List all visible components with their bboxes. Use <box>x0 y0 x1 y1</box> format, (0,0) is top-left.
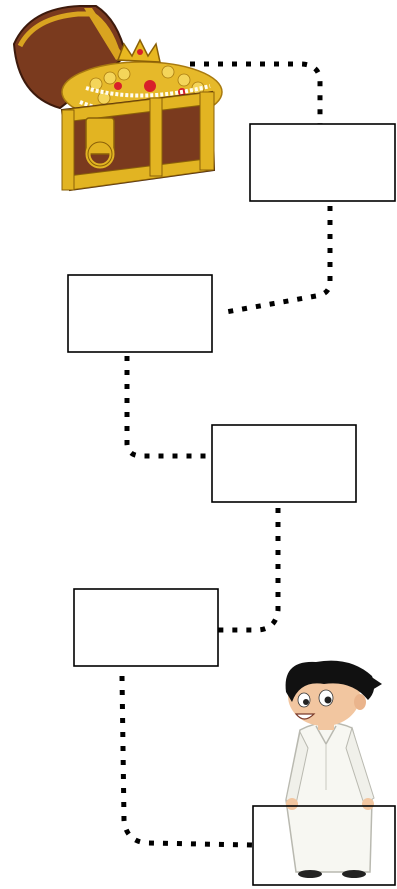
path-segment-box1-to-box2 <box>225 206 333 315</box>
answer-box-2[interactable] <box>67 274 213 353</box>
path-segment-box3-to-box4 <box>218 508 281 633</box>
treasure-chest-illustration <box>12 5 223 192</box>
path-segment-box2-to-box3 <box>124 356 212 459</box>
path-segment-chest-to-box1 <box>190 61 323 124</box>
answer-boxes <box>67 123 396 886</box>
dotted-path <box>119 61 333 848</box>
answer-box-3[interactable] <box>211 424 357 503</box>
boy-illustration <box>285 660 382 878</box>
path-segment-box4-to-box5 <box>119 675 253 848</box>
answer-box-1[interactable] <box>249 123 396 202</box>
answer-box-4[interactable] <box>73 588 219 667</box>
answer-box-5[interactable] <box>252 805 396 886</box>
